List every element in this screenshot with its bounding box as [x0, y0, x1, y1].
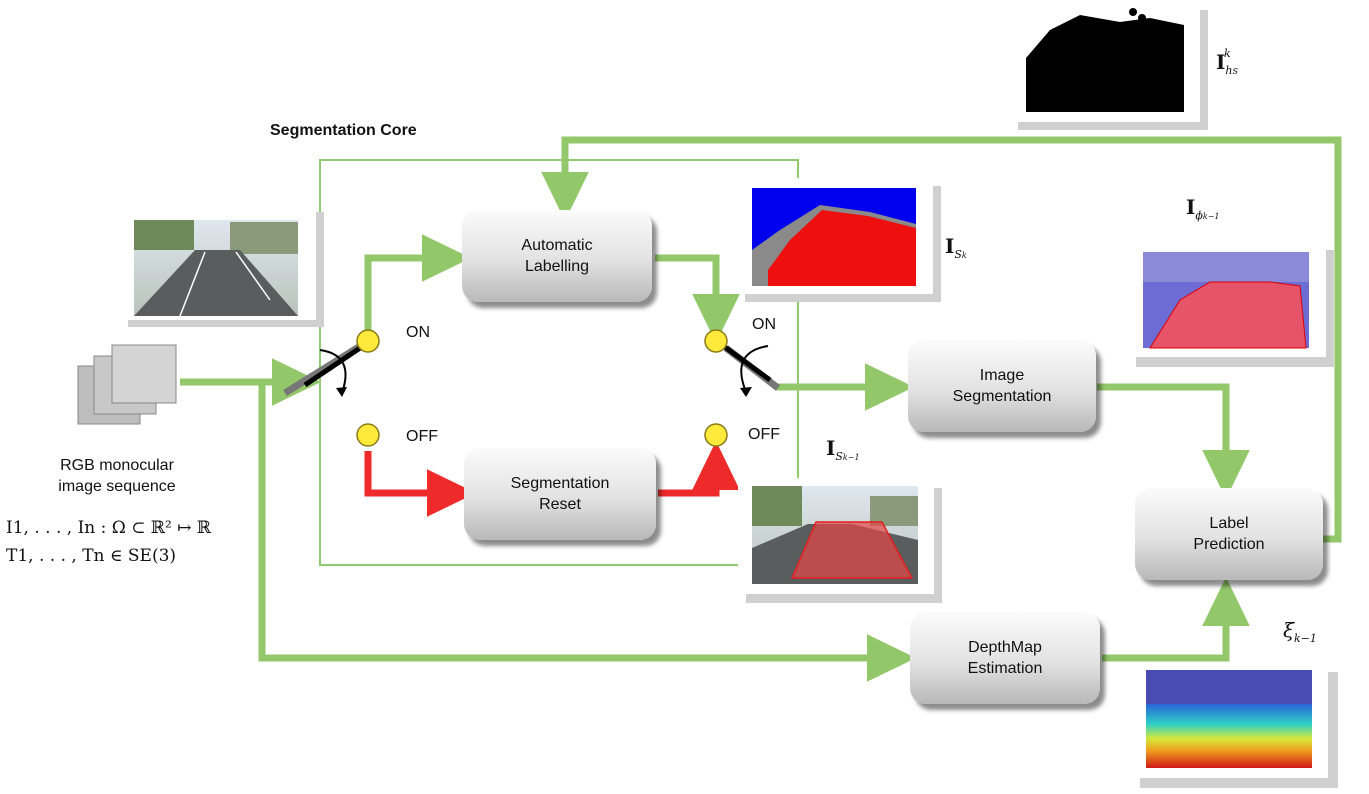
input-sequence-label: RGB monocular image sequence: [58, 457, 176, 495]
poses-formula: T1, . . . , Tn ∈ SE(3): [6, 546, 177, 566]
right-switch-off-label: OFF: [748, 426, 780, 443]
input-road-image: [120, 205, 324, 327]
horizon-mask-symbol: IhSk: [1216, 47, 1238, 77]
image-sequence-icon: [77, 344, 177, 425]
right-switch-on-label: ON: [752, 316, 776, 333]
left-switch: [283, 329, 380, 447]
left-switch-off-label: OFF: [406, 428, 438, 445]
automatic-labelling-label: Automatic Labelling: [521, 237, 593, 275]
segmentation-core-title: Segmentation Core: [270, 122, 417, 139]
segmentation-reset-label: Segmentation Reset: [510, 475, 610, 513]
segmentation-reset-block[interactable]: Segmentation Reset: [464, 448, 656, 540]
depth-map-image: [1130, 662, 1338, 788]
previous-segmentation-image: [738, 478, 942, 603]
label-prediction-label: Label Prediction: [1193, 515, 1265, 553]
image-segmentation-block[interactable]: Image Segmentation: [908, 340, 1096, 432]
automatic-labelling-block[interactable]: Automatic Labelling: [462, 210, 652, 302]
horizon-mask-image: [1010, 0, 1208, 130]
segmentation-symbol: ISk: [945, 234, 967, 261]
labelling-to-switch-line: [655, 254, 740, 343]
off-to-reset-line: [364, 451, 476, 517]
depthmap-estimation-label: DepthMap Estimation: [967, 639, 1043, 677]
reset-to-switch-line: [658, 441, 740, 497]
on-to-labelling-line: [364, 234, 471, 338]
depthmap-estimation-block[interactable]: DepthMap Estimation: [910, 612, 1100, 704]
segmentation-to-prediction-line: [1097, 383, 1250, 499]
label-prediction-block[interactable]: Label Prediction: [1135, 488, 1323, 580]
label-overlay-symbol: Iϕk−1: [1186, 195, 1220, 222]
image-segmentation-label: Image Segmentation: [952, 367, 1052, 405]
segmentation-result-image: [737, 178, 941, 302]
feedback-loop-line: [541, 136, 1342, 543]
branch-to-depth-line: [258, 382, 916, 682]
depth-to-prediction-line: [1102, 577, 1250, 662]
right-switch: [704, 329, 781, 447]
pose-symbol: ξk−1: [1283, 618, 1317, 645]
previous-segmentation-symbol: ISk−1: [826, 436, 860, 463]
left-switch-on-label: ON: [406, 324, 430, 341]
images-formula: I1, . . . , In : Ω ⊂ ℝ² ↦ ℝ: [6, 518, 212, 538]
label-overlay-image: [1128, 240, 1334, 367]
